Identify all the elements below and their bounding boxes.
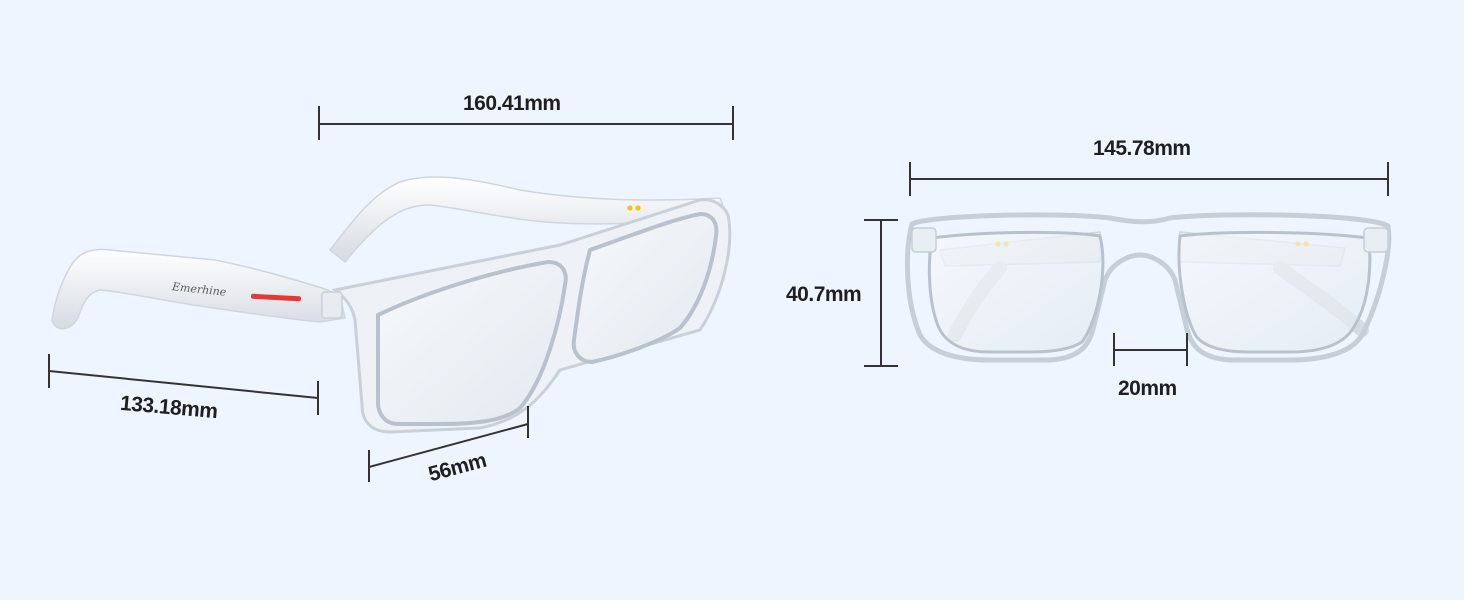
far-lens (571, 211, 719, 365)
glasses-front-view (905, 212, 1392, 363)
sensor-dot (635, 205, 641, 211)
hinge (321, 291, 343, 319)
near-temple-arm (51, 248, 346, 330)
glasses-angled-view (51, 176, 732, 434)
right-lens (1177, 230, 1372, 354)
near-lens (376, 259, 568, 426)
bridge-width-label: 20mm (1118, 377, 1177, 400)
lens-height-label: 40.7mm (786, 283, 862, 306)
far-temple-arm (328, 176, 728, 264)
dimension-lines-left (48, 106, 734, 482)
sensor-dot (627, 205, 633, 211)
red-accent-stripe (250, 293, 301, 302)
front-frame (905, 212, 1392, 363)
hinge-right (1363, 227, 1389, 253)
frame-width-label: 145.78mm (1093, 137, 1191, 160)
temple-span-label: 160.41mm (463, 92, 561, 115)
dimension-lines-right (864, 162, 1389, 367)
hinge-left (911, 227, 937, 253)
left-lens (927, 230, 1105, 354)
